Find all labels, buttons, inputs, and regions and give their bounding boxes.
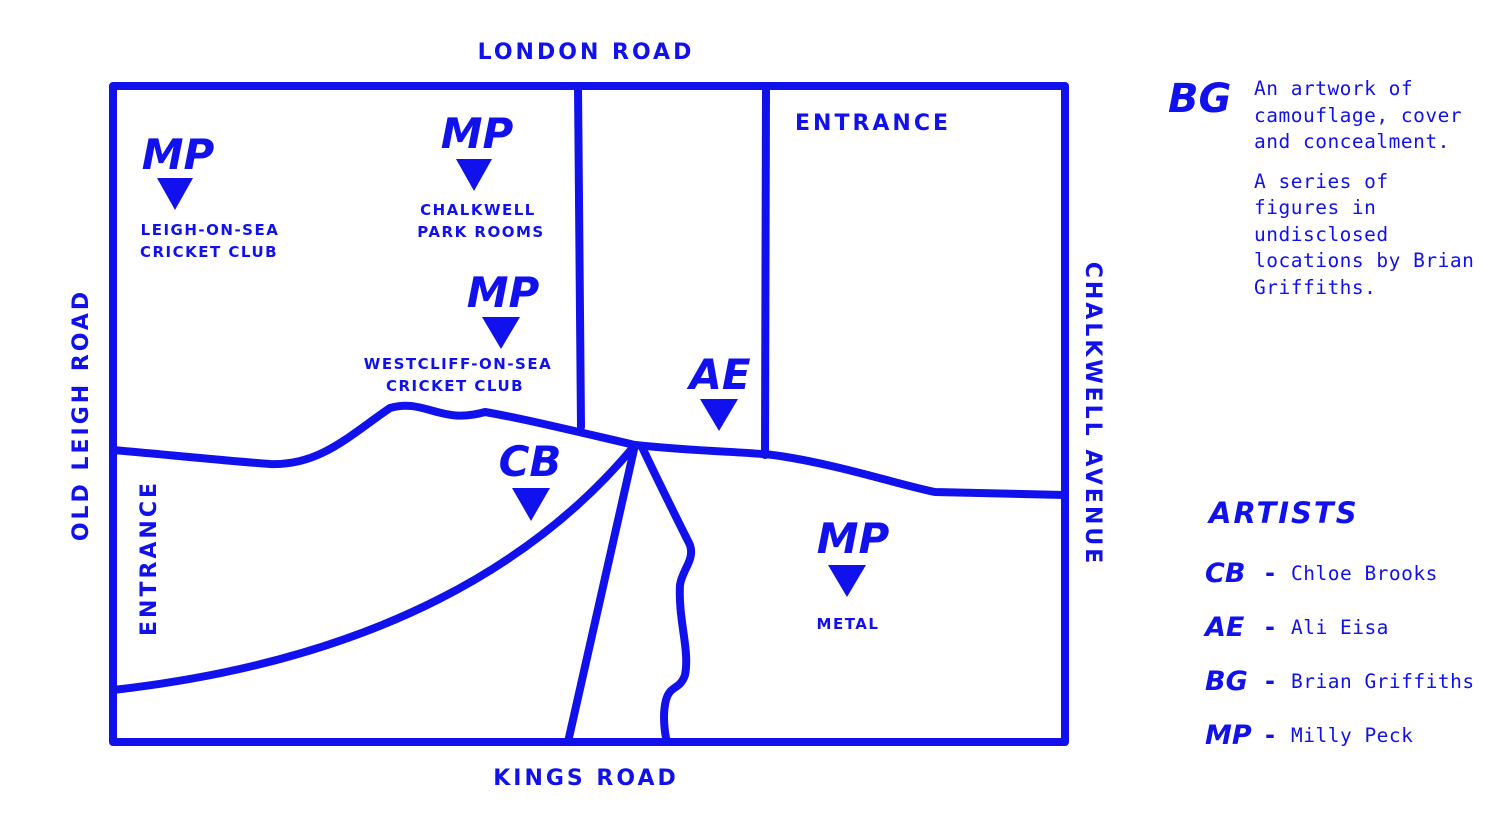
london-road-label: LONDON ROAD [478,40,695,65]
down-triangle-icon [157,178,193,210]
legend-code: MP [1205,719,1252,751]
legend-artist-name: Brian Griffiths [1291,669,1475,693]
marker-cb: CB [499,437,562,521]
marker-code: MP [142,130,215,179]
path-divider-left [574,82,585,431]
down-triangle-icon [700,399,738,431]
old-leigh-road-label: OLD LEIGH ROAD [69,289,94,541]
info-paragraph: An artwork of camouflage, cover and conc… [1254,77,1463,153]
marker-code: AE [686,350,751,399]
legend-item: CB - Chloe Brooks [1205,546,1495,600]
marker-ae: AE [686,350,751,431]
marker-chalkwell-park-rooms: MP CHALKWELL PARK ROOMS [417,109,544,241]
entrance-top-label: ENTRANCE [795,111,951,136]
marker-code: MP [467,268,540,317]
winding-path [638,443,696,746]
curved-path [109,441,639,694]
legend-item: MP - Milly Peck [1205,708,1495,762]
path-divider-right [761,82,770,459]
marker-label-line: CHALKWELL [420,201,536,219]
down-triangle-icon [482,317,520,349]
marker-code: MP [441,109,514,158]
info-description: An artwork of camouflage, cover and conc… [1254,76,1484,314]
chalkwell-avenue-label: CHALKWELL AVENUE [1080,262,1105,567]
legend-code: AE [1205,611,1245,643]
marker-westcliff-cricket-club: MP WESTCLIFF-ON-SEA CRICKET CLUB [364,268,552,395]
legend-artist-name: Milly Peck [1291,723,1414,747]
park-boundary [109,82,1069,746]
marker-label-line: LEIGH-ON-SEA [141,221,280,239]
artists-legend: ARTISTS CB - Chloe Brooks AE - Ali Eisa … [1205,496,1495,762]
legend-separator: - [1265,613,1275,641]
entrance-left-label: ENTRANCE [137,480,162,636]
down-triangle-icon [512,488,550,521]
marker-metal: MP METAL [817,514,890,633]
kings-road-label: KINGS ROAD [493,766,679,791]
marker-label-line: PARK ROOMS [417,223,544,241]
legend-code: BG [1205,665,1248,697]
marker-leigh-cricket-club: MP LEIGH-ON-SEA CRICKET CLUB [140,130,280,261]
legend-separator: - [1265,721,1275,749]
legend-item: AE - Ali Eisa [1205,600,1495,654]
main-path [109,401,1069,499]
legend-separator: - [1265,667,1275,695]
straight-path [564,441,639,746]
down-triangle-icon [828,565,866,597]
legend-artist-name: Chloe Brooks [1291,561,1438,585]
marker-label-line: CRICKET CLUB [386,377,524,395]
marker-code: CB [499,437,562,486]
legend-artist-name: Ali Eisa [1291,615,1389,639]
marker-label-line: METAL [817,615,880,633]
legend-code: CB [1205,557,1246,589]
legend-title: ARTISTS [1209,496,1359,530]
marker-label-line: WESTCLIFF-ON-SEA [364,355,552,373]
legend-separator: - [1265,559,1275,587]
legend-item: BG - Brian Griffiths [1205,654,1495,708]
info-paragraph: A series of figures in undisclosed locat… [1254,169,1475,299]
down-triangle-icon [456,159,492,191]
info-artist-code: BG [1168,76,1232,122]
marker-code: MP [817,514,890,563]
marker-label-line: CRICKET CLUB [140,243,278,261]
